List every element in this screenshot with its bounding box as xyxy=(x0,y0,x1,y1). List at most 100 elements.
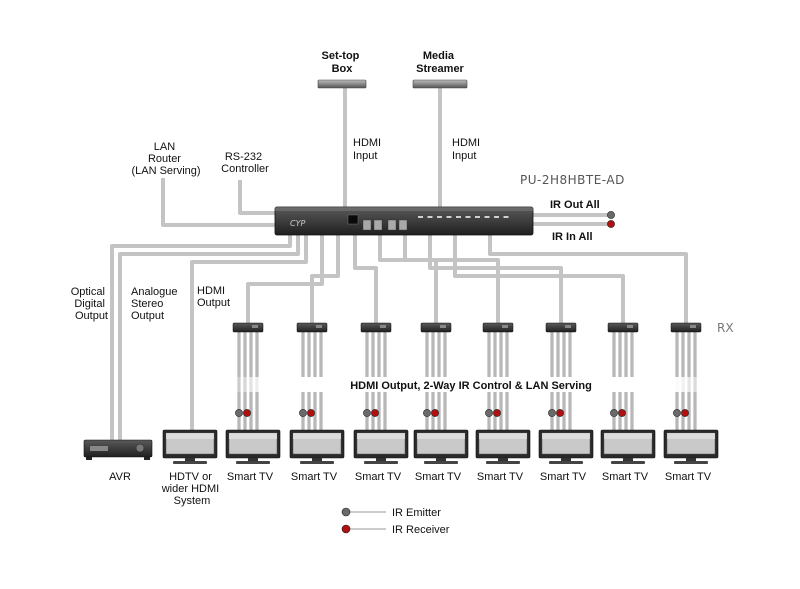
analogue-output-label: Analogue Stereo Output xyxy=(131,286,181,322)
smart-tv-label: Smart TV xyxy=(355,471,402,483)
ir-receiver-icon xyxy=(556,409,564,417)
optical-cable xyxy=(110,235,292,442)
brand-logo: CYP xyxy=(290,219,305,228)
legend-receiver-label: IR Receiver xyxy=(392,524,450,536)
ir-emitter-icon xyxy=(423,409,431,417)
rx-link-cable xyxy=(310,235,340,324)
ir-emitter-icon xyxy=(363,409,371,417)
status-led xyxy=(437,216,442,218)
ir-emitter-icon xyxy=(299,409,307,417)
receiver-box xyxy=(296,322,328,333)
receiver-box xyxy=(360,322,392,333)
receiver-port xyxy=(565,325,571,328)
status-led xyxy=(494,216,499,218)
receiver-box xyxy=(420,322,452,333)
hdtv-line3: System xyxy=(174,495,211,507)
optical-line1: Optical xyxy=(71,286,105,298)
legend-receiver-icon xyxy=(341,524,351,534)
analogue-cable xyxy=(118,235,300,442)
ir-receiver-icon xyxy=(307,409,315,417)
smart-tv-label: Smart TV xyxy=(227,471,274,483)
front-button-1 xyxy=(362,219,372,231)
receiver-port xyxy=(690,325,696,328)
ir-out-all-jack xyxy=(607,211,615,219)
rx-link-cable xyxy=(353,235,378,324)
hdmi-output-label: HDMI Output xyxy=(197,285,230,309)
hdtv-line2: wider HDMI xyxy=(161,483,219,495)
ir-emitter-icon xyxy=(235,409,243,417)
ir-in-all-label: IR In All xyxy=(552,231,593,243)
analogue-line1: Analogue xyxy=(131,286,178,298)
legend-emitter-label: IR Emitter xyxy=(392,507,441,519)
ir-receiver-icon xyxy=(681,409,689,417)
rx-link-cable xyxy=(488,235,688,324)
media-label-line2: Streamer xyxy=(416,63,464,75)
source-cables xyxy=(161,86,610,227)
smart-tv xyxy=(600,429,656,464)
ir-receiver-icon xyxy=(431,409,439,417)
ir-emitter-icon xyxy=(610,409,618,417)
hdtv-label: HDTV or wider HDMI System xyxy=(161,471,223,507)
ir-window xyxy=(347,214,359,225)
rx-label: RX xyxy=(717,321,734,335)
smart-tv-label: Smart TV xyxy=(665,471,712,483)
hdmi-input-1-line2: Input xyxy=(353,150,377,162)
settop-label-line1: Set-top xyxy=(322,50,360,62)
settop-label-line2: Box xyxy=(332,63,354,75)
smart-tv xyxy=(475,429,531,464)
lan-label-line1: LAN xyxy=(154,141,175,153)
status-led xyxy=(475,216,480,218)
banner-bg xyxy=(228,377,714,392)
analogue-line2: Stereo xyxy=(131,298,163,310)
receiver-port xyxy=(252,325,258,328)
settop-label: Set-top Box xyxy=(322,50,363,75)
rx-link-cable xyxy=(403,235,500,324)
receiver-port xyxy=(627,325,633,328)
front-button-3 xyxy=(387,219,397,231)
status-led xyxy=(456,216,461,218)
ir-out-all-label: IR Out All xyxy=(550,199,600,211)
optical-output-label: Optical Digital Output xyxy=(71,286,108,322)
model-label: PU-2H8HBTE-AD xyxy=(520,173,625,187)
receiver-box xyxy=(232,322,264,333)
rx-link-cable xyxy=(428,235,563,324)
receivers xyxy=(232,322,702,333)
status-led xyxy=(418,216,423,218)
receiver-port xyxy=(316,325,322,328)
ir-receiver-icon xyxy=(243,409,251,417)
displays xyxy=(162,429,719,464)
ir-emitter-icon xyxy=(548,409,556,417)
receiver-box xyxy=(482,322,514,333)
rs232-label-line1: RS-232 xyxy=(225,151,262,163)
receiver-box xyxy=(545,322,577,333)
lan-router-label: LAN Router (LAN Serving) xyxy=(131,141,200,177)
receiver-port xyxy=(502,325,508,328)
status-led xyxy=(427,216,433,218)
optical-line3: Output xyxy=(75,310,108,322)
ir-receiver-icon xyxy=(493,409,501,417)
smart-tv-label: Smart TV xyxy=(602,471,649,483)
hdtv-display xyxy=(162,429,218,464)
smart-tv-label: Smart TV xyxy=(415,471,462,483)
ir-emitter-icon xyxy=(485,409,493,417)
output-cables xyxy=(110,235,688,442)
optical-line2: Digital xyxy=(74,298,105,310)
smart-tv xyxy=(353,429,409,464)
smart-tv xyxy=(289,429,345,464)
smart-tv-labels: Smart TV Smart TV Smart TV Smart TV Smart TV… xyxy=(227,471,712,483)
front-button-2 xyxy=(373,219,383,231)
status-led xyxy=(503,216,509,218)
smart-tv-label: Smart TV xyxy=(540,471,587,483)
hdmi-output-line1: HDMI xyxy=(197,285,225,297)
analogue-line3: Output xyxy=(131,310,164,322)
banner-label: HDMI Output, 2-Way IR Control & LAN Serv… xyxy=(350,380,592,392)
hdmi-input-2-line2: Input xyxy=(452,150,476,162)
hdmi-input-1-line1: HDMI xyxy=(353,137,381,149)
smart-tv-label: Smart TV xyxy=(291,471,338,483)
receiver-port xyxy=(440,325,446,328)
rx-link-cable xyxy=(378,235,438,324)
hdmi-output-line2: Output xyxy=(197,297,230,309)
hdmi-output-cable xyxy=(190,235,308,432)
receiver-box xyxy=(607,322,639,333)
